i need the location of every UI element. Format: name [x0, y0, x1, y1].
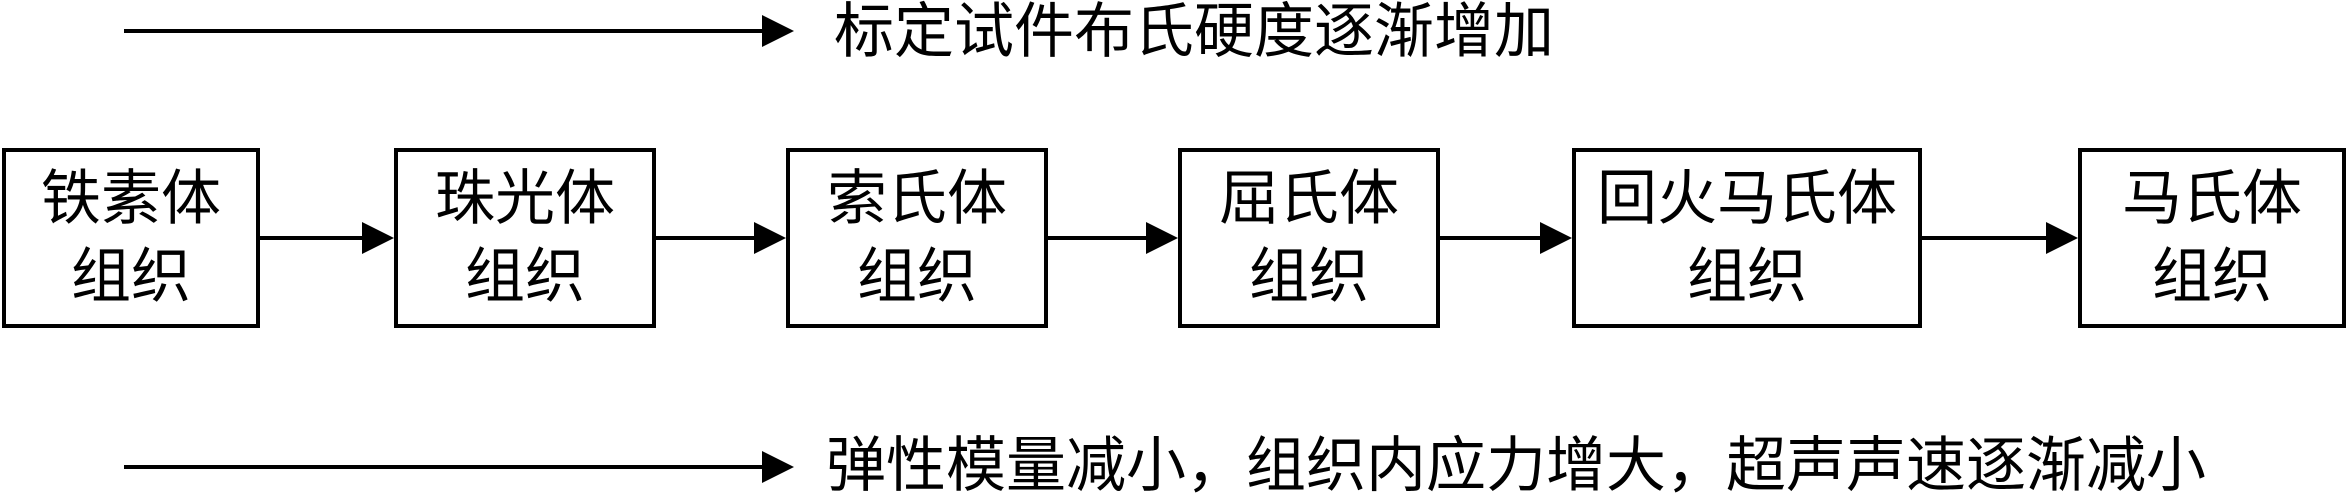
top-caption: 标定试件布氏硬度逐渐增加	[834, 0, 1554, 67]
bottom-caption: 弹性模量减小，组织内应力增大，超声声速逐渐减小	[826, 431, 2206, 501]
node-troostite-line2: 组织	[1249, 242, 1369, 312]
top-arrow-line	[124, 29, 764, 33]
node-martensite-line2: 组织	[2152, 242, 2272, 312]
node-ferrite: 铁素体 组织	[2, 148, 260, 328]
bottom-arrow-head	[762, 451, 794, 483]
node-martensite-line1: 马氏体	[2122, 164, 2302, 234]
node-sorbite-line1: 索氏体	[827, 164, 1007, 234]
connector-4-line	[1440, 236, 1542, 240]
node-tempered-martensite-line2: 组织	[1687, 242, 1807, 312]
node-troostite: 屈氏体 组织	[1178, 148, 1440, 328]
node-sorbite: 索氏体 组织	[786, 148, 1048, 328]
connector-1-line	[260, 236, 364, 240]
connector-4-head	[1540, 222, 1572, 254]
bottom-arrow-line	[124, 465, 764, 469]
node-pearlite: 珠光体 组织	[394, 148, 656, 328]
node-sorbite-line2: 组织	[857, 242, 977, 312]
node-tempered-martensite: 回火马氏体 组织	[1572, 148, 1922, 328]
connector-2-head	[754, 222, 786, 254]
connector-3-line	[1048, 236, 1148, 240]
node-pearlite-line1: 珠光体	[435, 164, 615, 234]
node-tempered-martensite-line1: 回火马氏体	[1597, 164, 1897, 234]
node-pearlite-line2: 组织	[465, 242, 585, 312]
node-ferrite-line2: 组织	[71, 242, 191, 312]
top-arrow-head	[762, 15, 794, 47]
node-ferrite-line1: 铁素体	[41, 164, 221, 234]
node-troostite-line1: 屈氏体	[1219, 164, 1399, 234]
node-martensite: 马氏体 组织	[2078, 148, 2346, 328]
connector-5-head	[2046, 222, 2078, 254]
connector-3-head	[1146, 222, 1178, 254]
connector-5-line	[1922, 236, 2048, 240]
connector-1-head	[362, 222, 394, 254]
connector-2-line	[656, 236, 756, 240]
